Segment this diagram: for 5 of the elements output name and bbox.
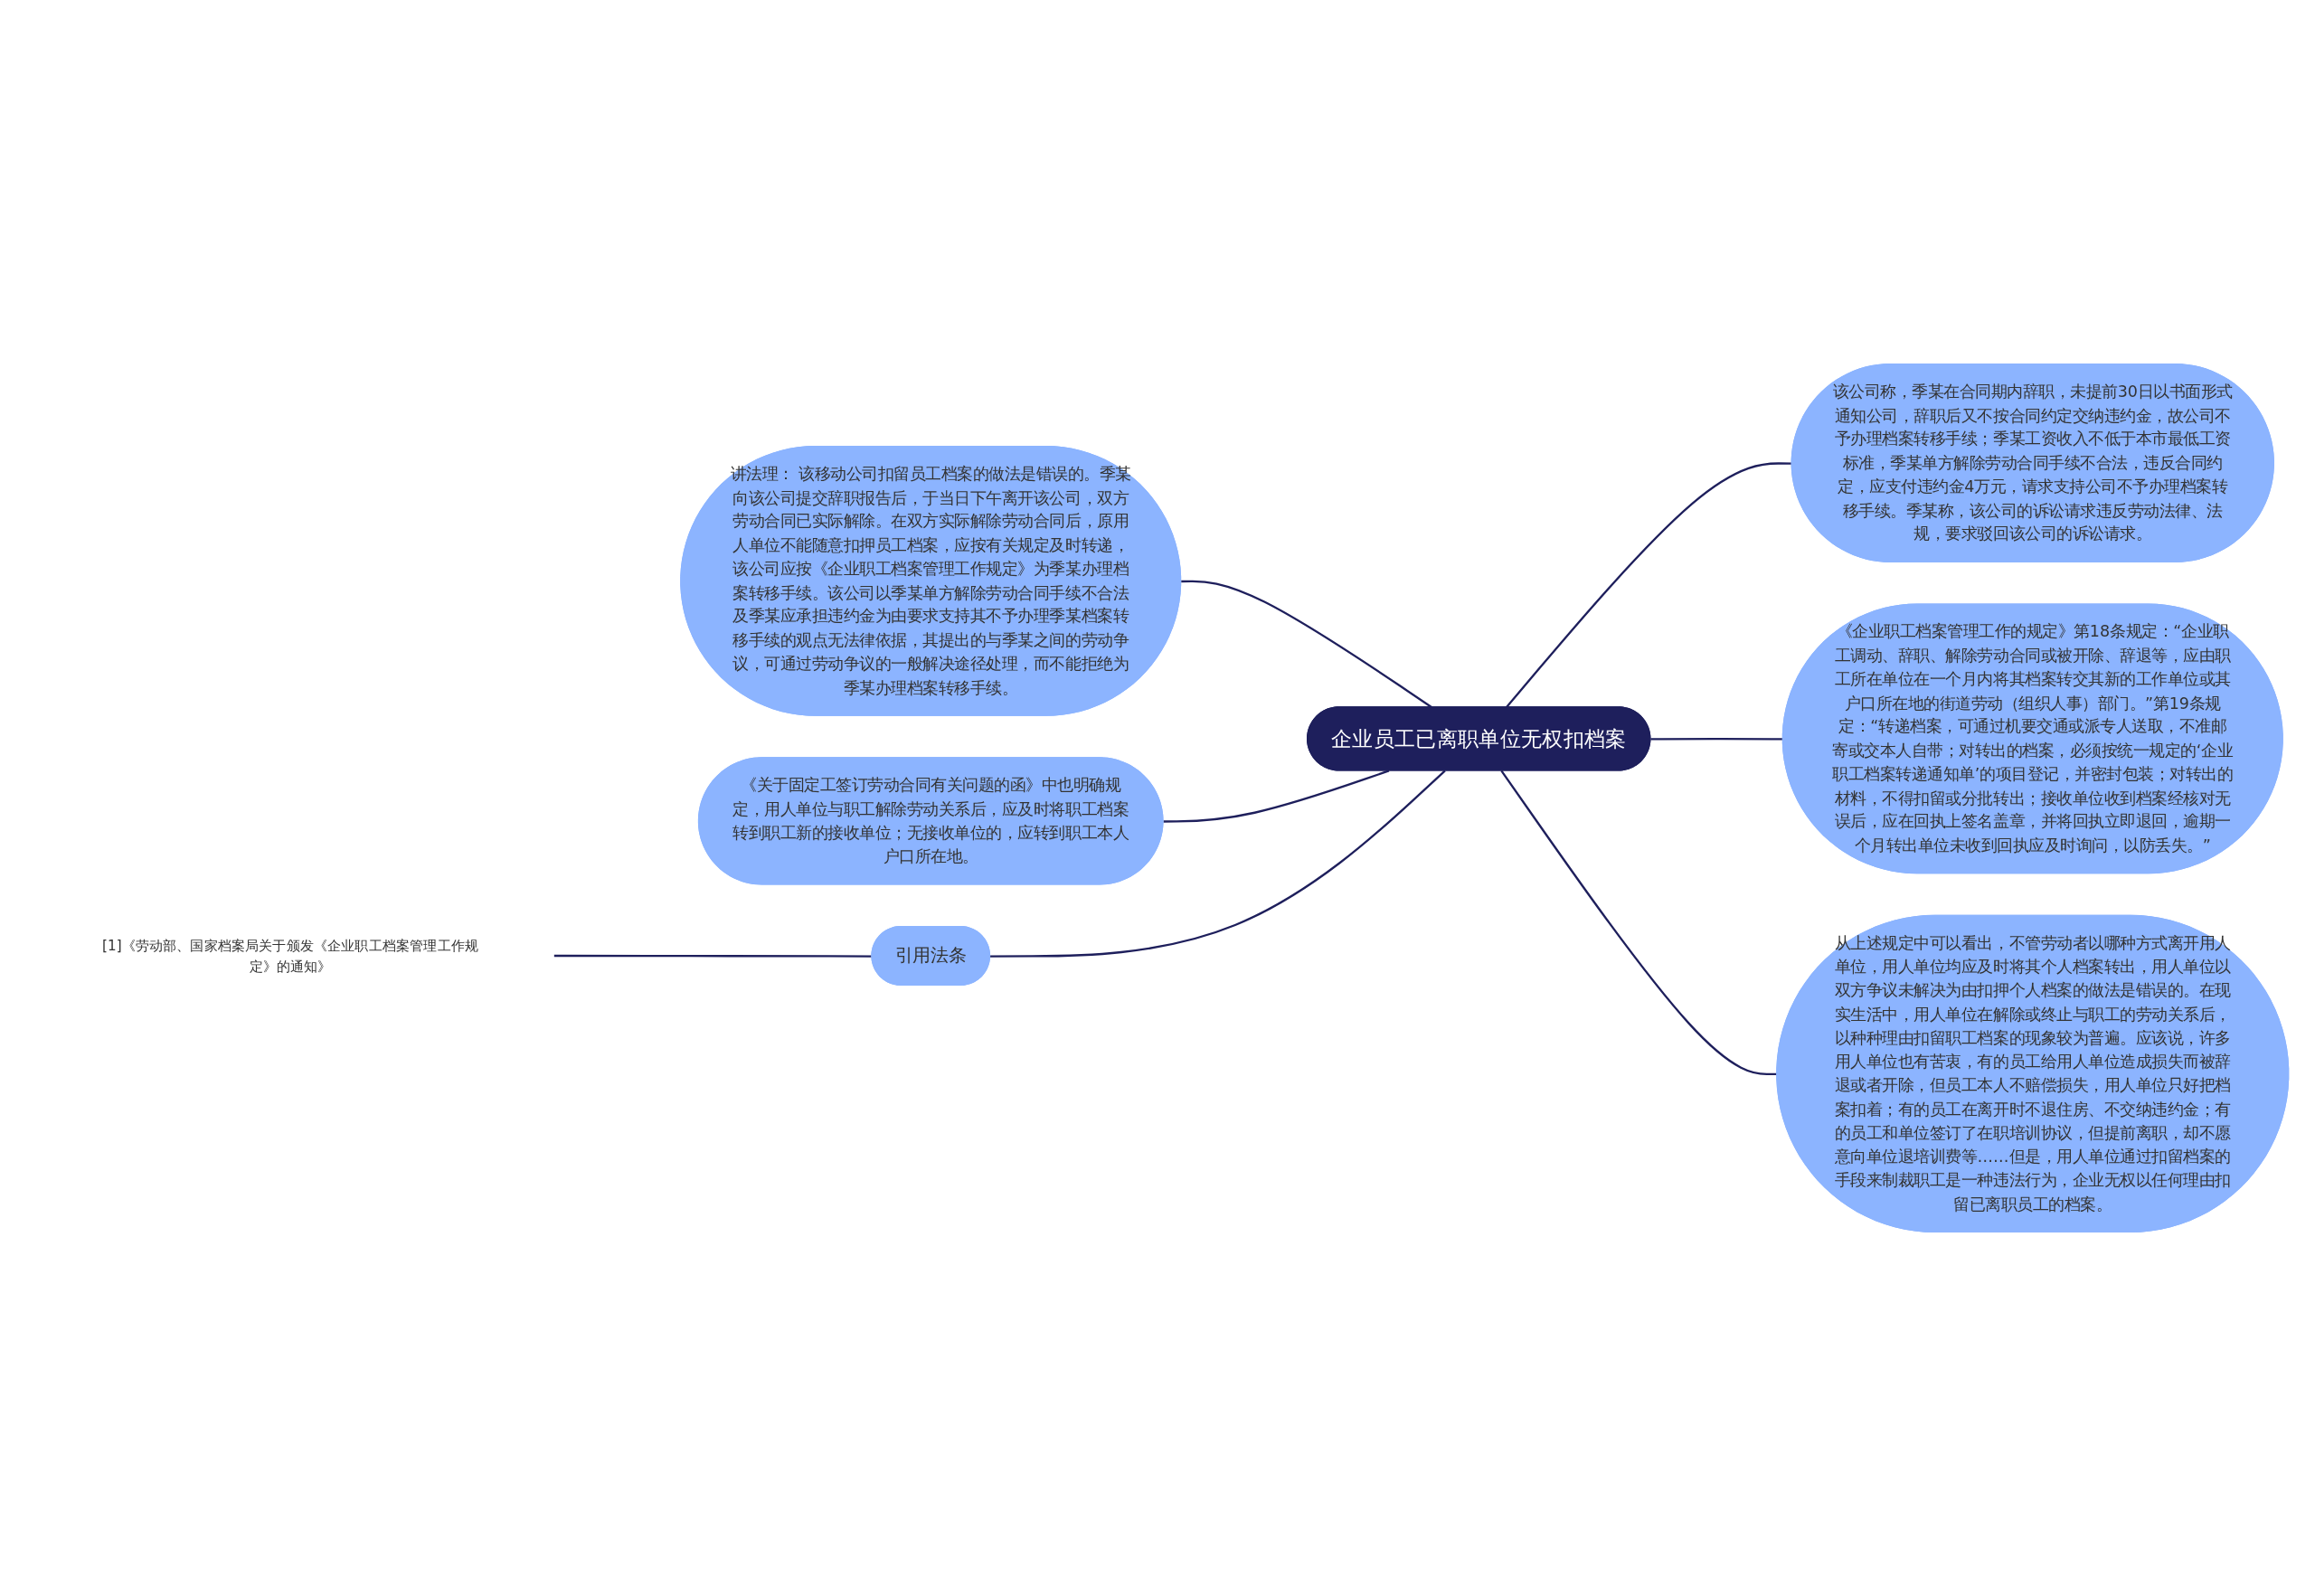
connector xyxy=(553,954,873,958)
connector xyxy=(1650,737,1783,741)
connector xyxy=(1163,770,1390,823)
connector xyxy=(990,770,1446,958)
node-text: [1]《劳动部、国家档案局关于颁发《企业职工档案管理工作规定》的通知》 xyxy=(102,937,479,974)
